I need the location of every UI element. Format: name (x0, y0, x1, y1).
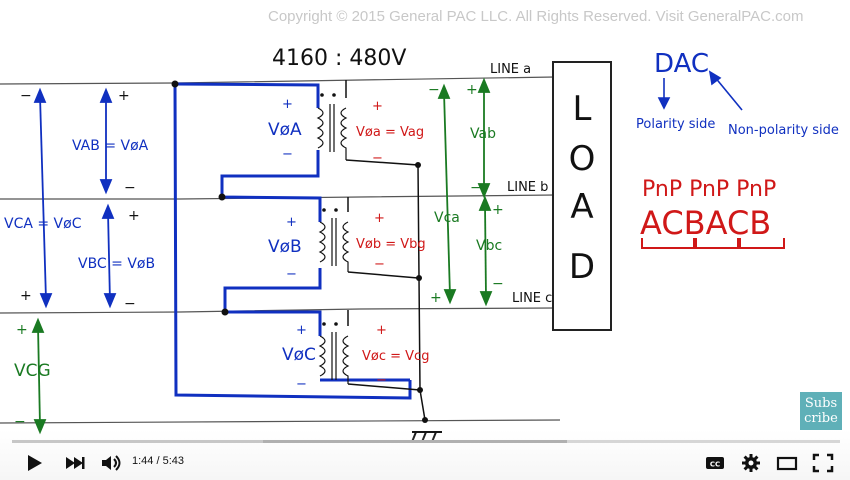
label-vcg: VCG (14, 361, 51, 381)
label-non-polarity-side: Non-polarity side (728, 123, 839, 138)
svg-text:−: − (372, 151, 383, 166)
svg-text:−: − (492, 276, 504, 292)
svg-text:+: + (20, 288, 32, 304)
label-vphi-b: VøB (268, 237, 302, 257)
transformer-coils (316, 104, 350, 384)
svg-text:+: + (282, 97, 293, 112)
svg-text:+: + (372, 99, 383, 114)
svg-text:+: + (128, 208, 140, 224)
load-letter-a: A (570, 187, 593, 227)
player-controls: 1:44 / 5:43 CC (0, 430, 850, 480)
secondary-voltage-arrows (31, 77, 493, 435)
captions-icon: CC (706, 457, 724, 469)
whiteboard-drawing: L O A D 4160 : 480V LINE a LINE b LINE c (0, 46, 839, 440)
fullscreen-icon (812, 453, 834, 473)
svg-text:−: − (124, 296, 136, 312)
svg-text:−: − (124, 180, 136, 196)
label-vc-secondary: Vøc = Vcg (362, 349, 429, 364)
label-vphi-c: VøC (282, 345, 316, 365)
svg-text:+: + (430, 290, 442, 306)
buffered-bar (12, 440, 567, 443)
subscribe-label-line2: cribe (804, 411, 838, 426)
svg-text:−: − (14, 414, 26, 430)
turns-ratio: 4160 : 480V (272, 46, 406, 71)
load-letter-d: D (569, 247, 595, 287)
theater-icon (776, 456, 798, 471)
time-display: 1:44 / 5:43 (132, 455, 184, 467)
svg-text:+: + (118, 88, 130, 104)
label-vca-secondary: Vca (434, 210, 460, 226)
line-b-label: LINE b (507, 180, 548, 195)
theater-mode-button[interactable] (776, 452, 798, 474)
copyright-notice: Copyright © 2015 General PAC LLC. All Ri… (268, 8, 804, 25)
svg-text:−: − (428, 82, 440, 98)
svg-text:−: − (282, 147, 293, 162)
svg-text:+: + (376, 323, 387, 338)
svg-text:+: + (492, 202, 504, 218)
label-acbacb-sequence: ACBACB (640, 204, 771, 242)
svg-text:−: − (470, 180, 482, 196)
load-letter-o: O (569, 139, 596, 179)
label-dac: DAC (654, 49, 709, 79)
svg-text:CC: CC (710, 461, 720, 469)
label-vab-primary: VAB = VøA (72, 138, 149, 154)
play-icon (28, 455, 42, 471)
label-va-secondary: Vøa = Vag (356, 125, 424, 140)
progress-bar[interactable] (12, 440, 840, 443)
svg-text:+: + (16, 322, 28, 338)
volume-button[interactable] (100, 452, 122, 474)
label-vab-secondary: Vab (470, 126, 496, 142)
svg-text:+: + (286, 215, 297, 230)
subscribe-button[interactable]: Subs cribe (800, 392, 842, 430)
next-button[interactable] (64, 452, 86, 474)
label-vb-secondary: Vøb = Vbg (356, 237, 426, 252)
svg-text:−: − (286, 267, 297, 282)
line-c-label: LINE c (512, 291, 552, 306)
played-bar (12, 440, 263, 443)
load-box (552, 61, 612, 331)
subscribe-label-line1: Subs (804, 396, 838, 411)
svg-text:+: + (466, 82, 478, 98)
settings-button[interactable] (740, 452, 762, 474)
next-icon (66, 457, 85, 469)
label-vca-primary: VCA = VøC (4, 216, 82, 232)
label-vbc-secondary: Vbc (476, 238, 502, 254)
svg-text:−: − (20, 88, 32, 104)
gear-icon (742, 454, 760, 472)
svg-text:−: − (376, 373, 387, 388)
label-vbc-primary: VBC = VøB (78, 256, 155, 272)
label-polarity-side: Polarity side (636, 117, 715, 132)
ground-conductor (0, 419, 561, 424)
captions-button[interactable]: CC (704, 452, 726, 474)
line-a-label: LINE a (490, 62, 531, 77)
svg-text:+: + (296, 323, 307, 338)
svg-text:−: − (374, 257, 385, 272)
fullscreen-button[interactable] (812, 452, 834, 474)
play-button[interactable] (24, 452, 46, 474)
polarity-dots (320, 93, 338, 326)
label-pnp-sequence: PnP PnP PnP (642, 177, 776, 202)
volume-icon (102, 455, 121, 471)
line-a-conductor (0, 76, 556, 85)
load-letter-l: L (573, 89, 592, 129)
label-vphi-a: VøA (268, 120, 302, 140)
svg-text:+: + (374, 211, 385, 226)
primary-voltage-arrows (33, 87, 117, 309)
svg-text:−: − (296, 377, 307, 392)
